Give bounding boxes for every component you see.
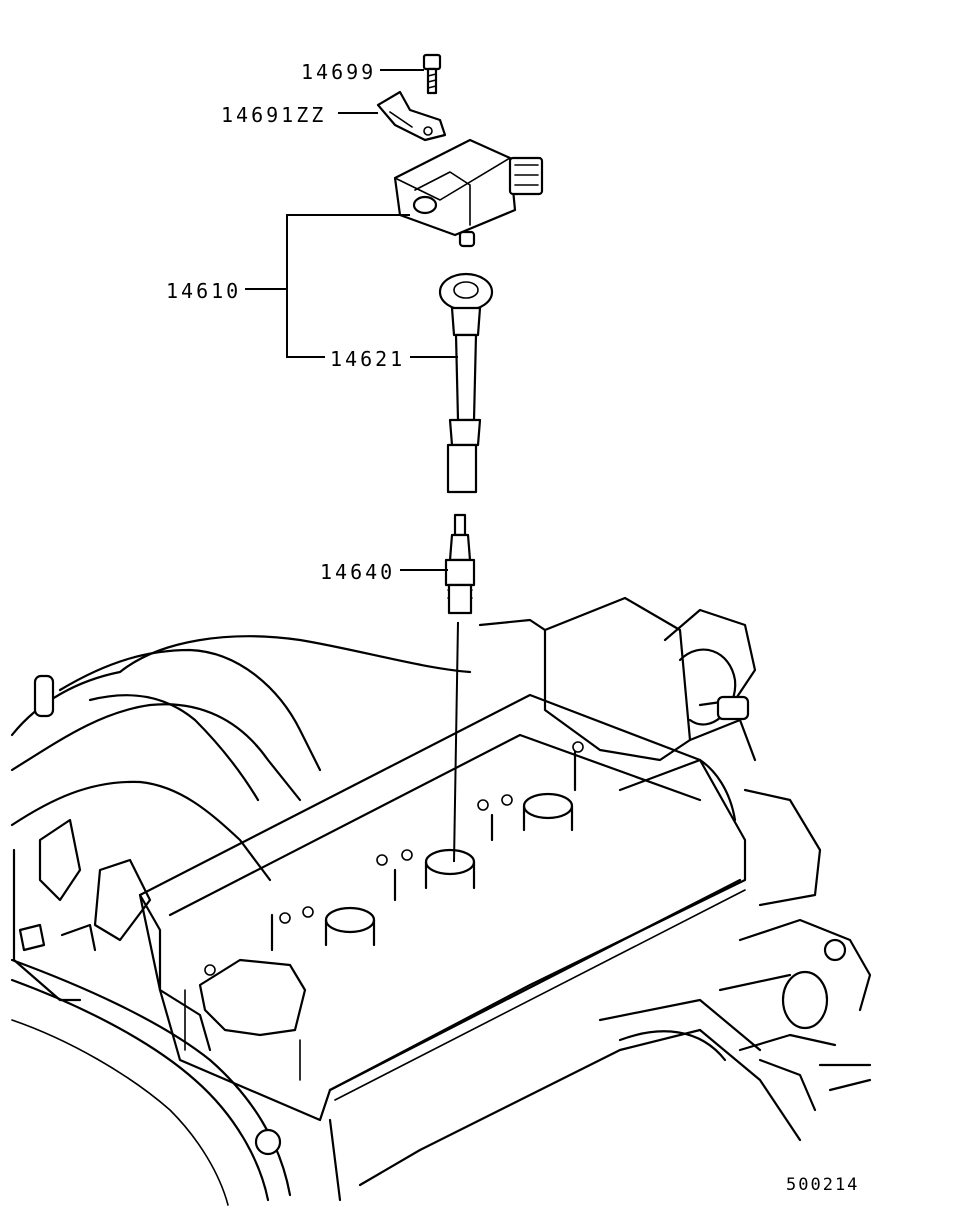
bolt-part xyxy=(422,53,442,95)
figure-code: 500214 xyxy=(786,1175,860,1195)
callout-coil-assembly-label: 14610 xyxy=(166,279,242,303)
callout-spark-plug-label: 14640 xyxy=(320,560,396,584)
leader-lines xyxy=(245,69,458,571)
callout-coil-rod-label: 14621 xyxy=(330,347,406,371)
spark-plug-part xyxy=(444,513,476,863)
ignition-coil-part xyxy=(393,138,544,248)
coil-rod-part xyxy=(438,272,494,494)
callout-bolt-label: 14699 xyxy=(301,60,377,84)
engine-illustration xyxy=(10,596,872,1206)
callout-bracket-label: 14691ZZ xyxy=(221,103,327,127)
bracket-part xyxy=(376,90,447,142)
